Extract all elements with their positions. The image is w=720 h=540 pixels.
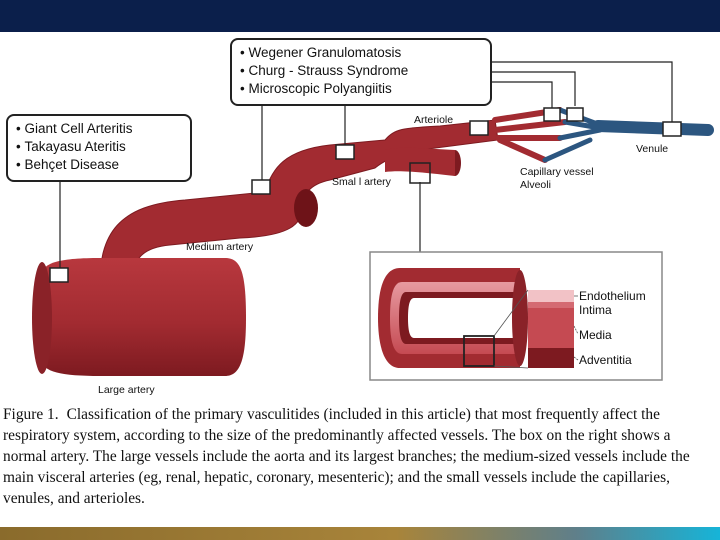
connector-lines xyxy=(59,61,673,268)
large-artery-label: Large artery xyxy=(98,384,155,396)
vessel-diagram xyxy=(32,61,714,381)
venule xyxy=(592,120,714,136)
capillary-label: Capillary vessel xyxy=(520,166,594,178)
large-artery-end xyxy=(32,262,52,374)
arteriole-branches xyxy=(492,107,568,163)
slide-footer-bar xyxy=(0,527,720,540)
small-vessel-vasculitis-box: Wegener Granulomatosis Churg - Strauss S… xyxy=(230,38,492,106)
figure-caption: Figure 1.Classification of the primary v… xyxy=(3,404,715,509)
arteriole-label: Arteriole xyxy=(414,114,454,126)
small-artery-branch xyxy=(385,147,455,176)
disease-item: Churg - Strauss Syndrome xyxy=(240,62,482,80)
artery-inset xyxy=(369,251,663,381)
disease-item: Microscopic Polyangiitis xyxy=(240,80,482,98)
intima-label: Intima xyxy=(579,303,612,317)
disease-item: Wegener Granulomatosis xyxy=(240,44,482,62)
caption-text: Classification of the primary vasculitid… xyxy=(3,406,690,507)
disease-item: Takayasu Ateritis xyxy=(16,138,182,156)
adventitia-label: Adventitia xyxy=(579,353,632,367)
media-label: Media xyxy=(579,328,612,342)
location-markers xyxy=(49,107,682,283)
large-vessel-vasculitis-box: Giant Cell Arteritis Takayasu Ateritis B… xyxy=(6,114,192,182)
venule-label: Venule xyxy=(636,143,669,155)
medium-artery-label: Medium artery xyxy=(186,241,254,253)
endothelium-label: Endothelium xyxy=(579,289,646,303)
disease-item: Giant Cell Arteritis xyxy=(16,120,182,138)
alveoli-label: Alveoli xyxy=(520,179,551,191)
large-artery xyxy=(42,258,246,376)
disease-item: Behçet Disease xyxy=(16,156,182,174)
figure-label: Figure 1. xyxy=(3,406,59,423)
small-artery-label: Smal l artery xyxy=(332,176,391,188)
slide-header-bar xyxy=(0,0,720,32)
medium-artery-end xyxy=(294,189,318,227)
